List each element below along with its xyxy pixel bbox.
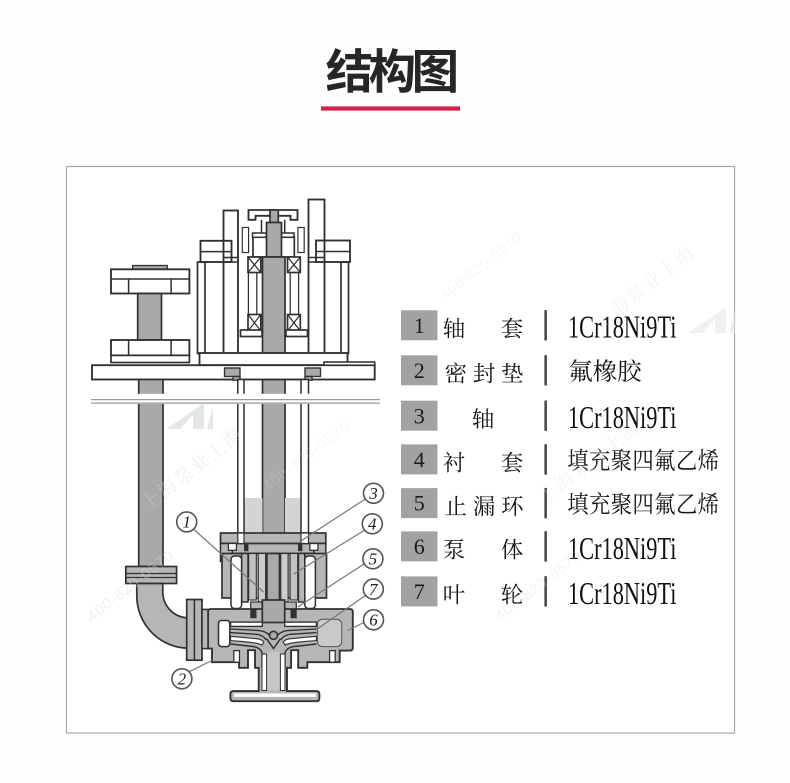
svg-text:1: 1 [182,513,191,532]
svg-text:5: 5 [414,491,425,516]
svg-text:4: 4 [368,515,377,534]
svg-text:1Cr18Ni9Ti: 1Cr18Ni9Ti [568,310,677,345]
svg-text:1Cr18Ni9Ti: 1Cr18Ni9Ti [568,531,677,566]
svg-text:3: 3 [368,484,378,503]
svg-text:2: 2 [414,358,425,383]
svg-text:7: 7 [414,579,425,604]
svg-text:6: 6 [369,611,378,630]
svg-text:1Cr18Ni9Ti: 1Cr18Ni9Ti [568,576,677,611]
svg-text:1Cr18Ni9Ti: 1Cr18Ni9Ti [568,400,677,435]
svg-text:7: 7 [369,580,379,599]
svg-text:1: 1 [414,313,425,338]
svg-text:3: 3 [414,403,425,428]
svg-text:6: 6 [414,534,425,559]
svg-text:5: 5 [369,550,378,569]
svg-text:4: 4 [414,447,425,472]
svg-text:2: 2 [178,670,187,689]
